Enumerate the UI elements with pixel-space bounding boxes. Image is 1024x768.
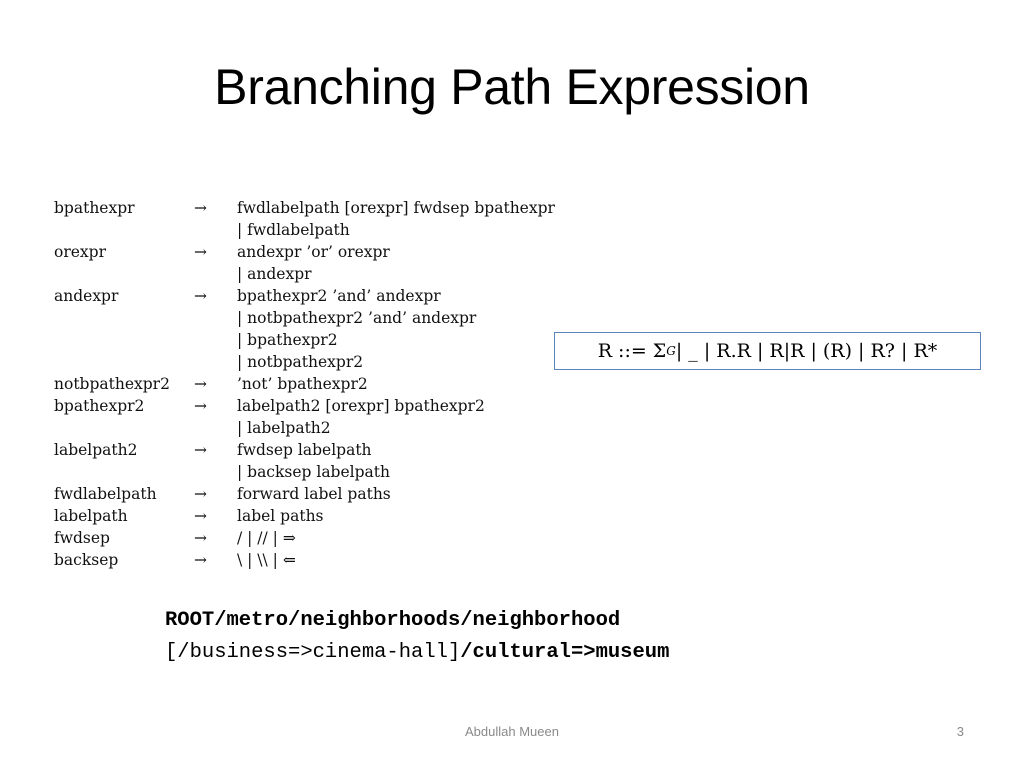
grammar-rule-arrow: → <box>194 507 207 525</box>
grammar-rule-arrow: → <box>194 397 207 415</box>
example-line-2-bold: /cultural=>museum <box>460 641 670 664</box>
grammar-rule-arrow: → <box>194 199 207 217</box>
grammar-rule-lhs: fwdlabelpath <box>54 485 157 503</box>
example-line-2-plain: [/business=>cinema-hall] <box>165 641 461 664</box>
grammar-rule-rhs: label paths <box>237 507 324 525</box>
grammar-rule-rhs: / | // | ⇒ <box>237 529 296 547</box>
grammar-rule-rhs: | labelpath2 <box>237 419 331 437</box>
grammar-rule-arrow: → <box>194 375 207 393</box>
grammar-rule-rhs: | fwdlabelpath <box>237 221 350 239</box>
grammar-rule-lhs: orexpr <box>54 243 106 261</box>
example-line-2: [/business=>cinema-hall]/cultural=>museu… <box>165 637 669 669</box>
regex-subscript: G <box>666 344 676 358</box>
grammar-rule-lhs: labelpath2 <box>54 441 138 459</box>
example-line-1: ROOT/metro/neighborhoods/neighborhood <box>165 609 621 632</box>
grammar-rule-lhs: fwdsep <box>54 529 110 547</box>
grammar-rule-rhs: \ | \\ | ⇐ <box>237 551 296 569</box>
grammar-rule-rhs: forward label paths <box>237 485 391 503</box>
grammar-rule-rhs: | bpathexpr2 <box>237 331 338 349</box>
grammar-rule-rhs: | backsep labelpath <box>237 463 390 481</box>
grammar-rule-arrow: → <box>194 243 207 261</box>
grammar-rule-rhs: bpathexpr2 ’and’ andexpr <box>237 287 441 305</box>
grammar-rule-arrow: → <box>194 529 207 547</box>
regex-prefix: R ::= Σ <box>597 340 667 362</box>
grammar-rule-lhs: andexpr <box>54 287 119 305</box>
grammar-rule-rhs: | andexpr <box>237 265 312 283</box>
grammar-rule-arrow: → <box>194 551 207 569</box>
grammar-rule-rhs: ’not’ bpathexpr2 <box>237 375 368 393</box>
grammar-rule-lhs: bpathexpr <box>54 199 135 217</box>
grammar-rule-rhs: | notbpathexpr2 <box>237 353 364 371</box>
grammar-rule-rhs: fwdsep labelpath <box>237 441 372 459</box>
regex-suffix: | _ | R.R | R|R | (R) | R? | R* <box>675 340 938 362</box>
grammar-rule-lhs: notbpathexpr2 <box>54 375 170 393</box>
grammar-rule-rhs: andexpr ’or’ orexpr <box>237 243 390 261</box>
footer-author: Abdullah Mueen <box>465 724 559 739</box>
slide-title: Branching Path Expression <box>214 59 810 115</box>
grammar-rule-rhs: fwdlabelpath [orexpr] fwdsep bpathexpr <box>237 199 555 217</box>
grammar-rule-lhs: backsep <box>54 551 119 569</box>
example-path-expression: ROOT/metro/neighborhoods/neighborhood [/… <box>165 605 669 669</box>
grammar-rule-lhs: labelpath <box>54 507 128 525</box>
grammar-rule-arrow: → <box>194 441 207 459</box>
grammar-rule-rhs: labelpath2 [orexpr] bpathexpr2 <box>237 397 485 415</box>
grammar-rule-arrow: → <box>194 287 207 305</box>
page-number: 3 <box>956 724 964 739</box>
grammar-rule-rhs: | notbpathexpr2 ’and’ andexpr <box>237 309 477 327</box>
grammar-rule-lhs: bpathexpr2 <box>54 397 145 415</box>
grammar-rule-arrow: → <box>194 485 207 503</box>
